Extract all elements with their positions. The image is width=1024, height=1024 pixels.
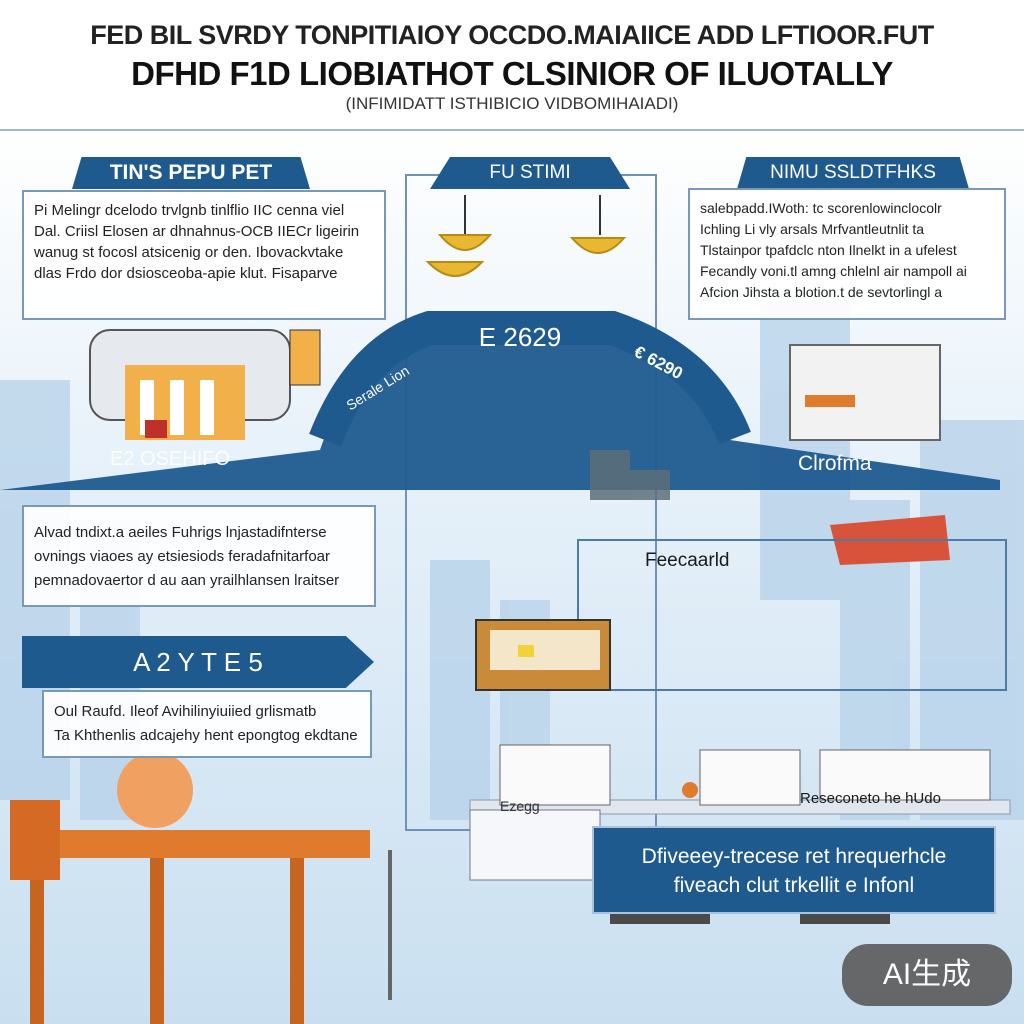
document-stack-illustration xyxy=(789,344,950,565)
right-band-label: Clrofma xyxy=(798,452,872,475)
text-line: ovnings viaoes ay etsiesiods feradafnita… xyxy=(34,548,331,565)
text-line: dlas Frdo dor dsiosceoba-apie klut. Fisa… xyxy=(34,265,338,282)
desk-sign-label: Ezegg xyxy=(500,798,540,814)
tab-right: NIMU SSLDTFHKS xyxy=(737,157,969,189)
cabinet-illustration xyxy=(475,619,611,691)
tab-right-label: NIMU SSLDTFHKS xyxy=(770,162,936,183)
office-desk-illustration xyxy=(469,744,1011,881)
text-box-top-right: salebpadd.IWoth: tc scorenlowinclocolr I… xyxy=(688,188,1006,320)
callout-box-bottom-right: Dfiveeey-trecese ret hrequerhcle fiveach… xyxy=(592,826,996,914)
arc-center-label: E 2629 xyxy=(478,322,562,352)
text-box-top-left: Pi Melingr dcelodo trvlgnb tinlflio IIC … xyxy=(22,190,386,320)
text-box-mid-left: Alvad tndixt.a aeiles Fuhrigs lnjastadif… xyxy=(22,505,376,607)
page-title: DFHD F1D LIOBIATHOT CLSINIOR OF ILUOTALL… xyxy=(131,55,893,92)
tab-center: FU STIMI xyxy=(430,157,630,189)
arch-band xyxy=(0,330,1000,490)
header-line-1: FED BIL SVRDY TONPITIAIOY OCCDO.MAIAIICE… xyxy=(90,20,934,50)
text-box-lower-left: Oul Raufd. Ileof Avihilinyiuiied grlisma… xyxy=(42,690,372,758)
balance-scale-icon xyxy=(425,195,627,277)
text-line: Dal. Criisl Elosen ar dhnahnus-OCB IIECr… xyxy=(34,223,360,240)
text-line: wanug st focosl atsicenig or den. Ibovac… xyxy=(34,244,344,261)
text-line: Ichling Li vly arsals Mrfvantleutnlit ta xyxy=(700,221,925,237)
center-building-illustration xyxy=(590,450,670,500)
tab-left: TIN'S PEPU PET xyxy=(72,157,310,189)
mid-left-tab: A 2 Y T E 5 xyxy=(22,636,374,688)
text-line: Alvad tndixt.a aeiles Fuhrigs lnjastadif… xyxy=(34,524,327,541)
feecaard-label: Feecaarld xyxy=(645,550,730,571)
text-line: Tlstainpor tpafdclc nton Ilnelkt in a uf… xyxy=(700,242,957,258)
tab-left-label: TIN'S PEPU PET xyxy=(109,161,273,184)
text-line: salebpadd.IWoth: tc scorenlowinclocolr xyxy=(700,200,942,216)
machine-illustration xyxy=(89,329,321,440)
tab-center-label: FU STIMI xyxy=(489,162,571,183)
text-line: Ta Khthenlis adcajehy hent epongtog ekdt… xyxy=(54,727,358,744)
callout-line: Dfiveeey-trecese ret hrequerhcle xyxy=(641,845,947,868)
mid-left-tab-label: A 2 Y T E 5 xyxy=(133,647,263,677)
text-line: Oul Raufd. Ileof Avihilinyiuiied grlisma… xyxy=(54,703,317,720)
feecaard-panel xyxy=(577,539,1007,691)
left-band-label: E2 OSEHIFO xyxy=(110,448,231,470)
text-line: Fecandly voni.tl amng chlelnl air nampol… xyxy=(700,263,967,279)
text-line: pemnadovaertor d au aan yrailhlansen lra… xyxy=(34,572,340,589)
ai-generated-badge: AI生成 xyxy=(842,944,1012,1006)
orange-table-illustration xyxy=(10,752,392,1024)
text-line: Afcion Jihsta a blotion.t de sevtorlingl… xyxy=(700,284,943,300)
callout-line: fiveach clut trkellit e Infonl xyxy=(673,874,915,897)
header-subtitle: (INFIMIDATT ISTHIBICIO VIDBOMIHAIADI) xyxy=(345,94,679,113)
text-line: Pi Melingr dcelodo trvlgnb tinlflio IIC … xyxy=(34,202,345,219)
reseconeto-label: Reseconeto he hUdo xyxy=(800,790,941,807)
